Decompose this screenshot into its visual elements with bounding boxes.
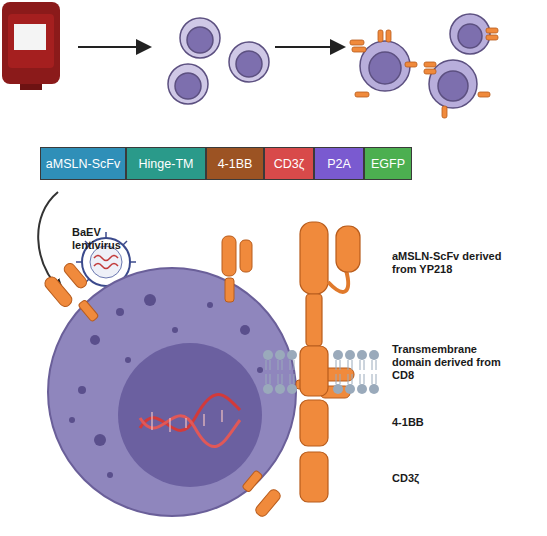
process-arrow <box>275 46 342 48</box>
construct-segment: EGFP <box>364 147 412 180</box>
domain-label: CD3ζ <box>392 472 492 485</box>
segment-label: aMSLN-ScFv <box>46 157 120 171</box>
domain-label: 4-1BB <box>392 416 492 429</box>
process-arrow <box>78 46 148 48</box>
car-structure <box>263 222 379 502</box>
car-t-cells <box>350 14 498 118</box>
segment-label: 4-1BB <box>218 157 253 171</box>
domain-label: aMSLN-ScFv derived from YP218 <box>392 250 504 276</box>
construct-segment: 4-1BB <box>206 147 264 180</box>
domain-label: Transmembrane domain derived from CD8 <box>392 343 510 382</box>
t-cells <box>168 18 269 104</box>
construct-segment: aMSLN-ScFv <box>40 147 126 180</box>
blood-bag <box>2 2 60 90</box>
segment-label: P2A <box>327 157 351 171</box>
vector-label: BaEV lentivirus <box>72 226 142 252</box>
construct-segment: Hinge-TM <box>126 147 206 180</box>
construct-segment: P2A <box>314 147 364 180</box>
segment-label: Hinge-TM <box>139 157 194 171</box>
construct-segment: CD3ζ <box>264 147 314 180</box>
segment-label: CD3ζ <box>274 157 305 171</box>
car-t-cell <box>48 268 296 516</box>
segment-label: EGFP <box>371 157 405 171</box>
